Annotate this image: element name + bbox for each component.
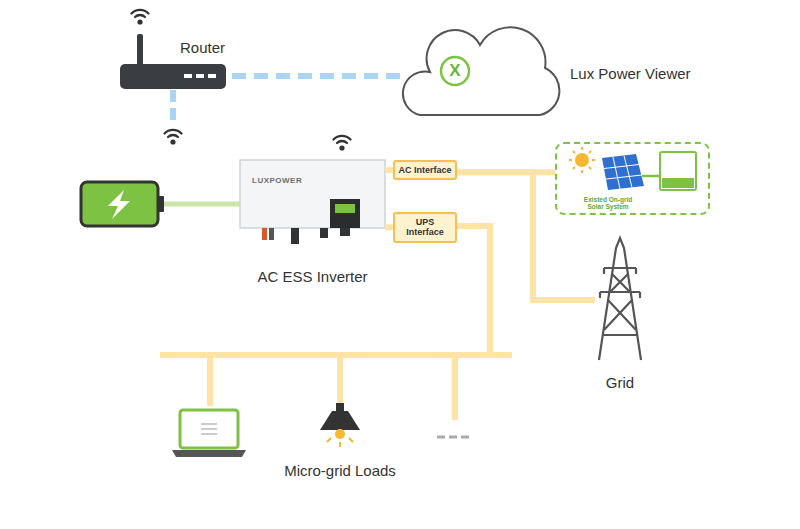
cloud-shape xyxy=(403,27,559,115)
node-label: AC Interface xyxy=(397,165,453,175)
connector xyxy=(385,224,393,230)
router-icon xyxy=(120,10,226,89)
lamp-icon xyxy=(320,403,360,447)
solar-icons xyxy=(569,147,696,190)
interface-box: AC Interface xyxy=(393,160,457,180)
more-loads xyxy=(437,436,469,439)
node-label: AC ESS Inverter xyxy=(240,268,385,285)
node-label: Lux Power Viewer xyxy=(570,65,691,82)
interface-box: UPS Interface xyxy=(393,212,457,243)
logo-circle xyxy=(441,57,469,85)
solar-system-group: Existed On-grid Solar System xyxy=(555,142,710,215)
grid-tower xyxy=(599,238,641,360)
wireless-link xyxy=(170,90,176,124)
laptop-icon xyxy=(172,410,246,457)
node-label: X xyxy=(445,61,465,81)
connector xyxy=(385,167,393,173)
grid: Grid xyxy=(595,232,645,397)
battery-icon xyxy=(81,182,240,226)
cloud-service: X Lux Power Viewer xyxy=(400,25,710,125)
node-label: Existed On-grid Solar System xyxy=(577,196,639,210)
inverter-body xyxy=(240,136,385,244)
connector xyxy=(457,172,595,300)
wifi-icon xyxy=(165,130,182,145)
router: Router xyxy=(118,36,230,62)
caption-label: Micro-grid Loads xyxy=(270,462,410,479)
load-bus xyxy=(160,226,512,420)
node-label: Grid xyxy=(595,374,645,391)
node-label: LUXPOWER xyxy=(252,176,302,185)
node-label: UPS Interface xyxy=(397,217,453,238)
inverter: LUXPOWER AC ESS Inverter xyxy=(240,158,385,290)
connector xyxy=(232,73,400,79)
node-label: Router xyxy=(180,39,225,56)
